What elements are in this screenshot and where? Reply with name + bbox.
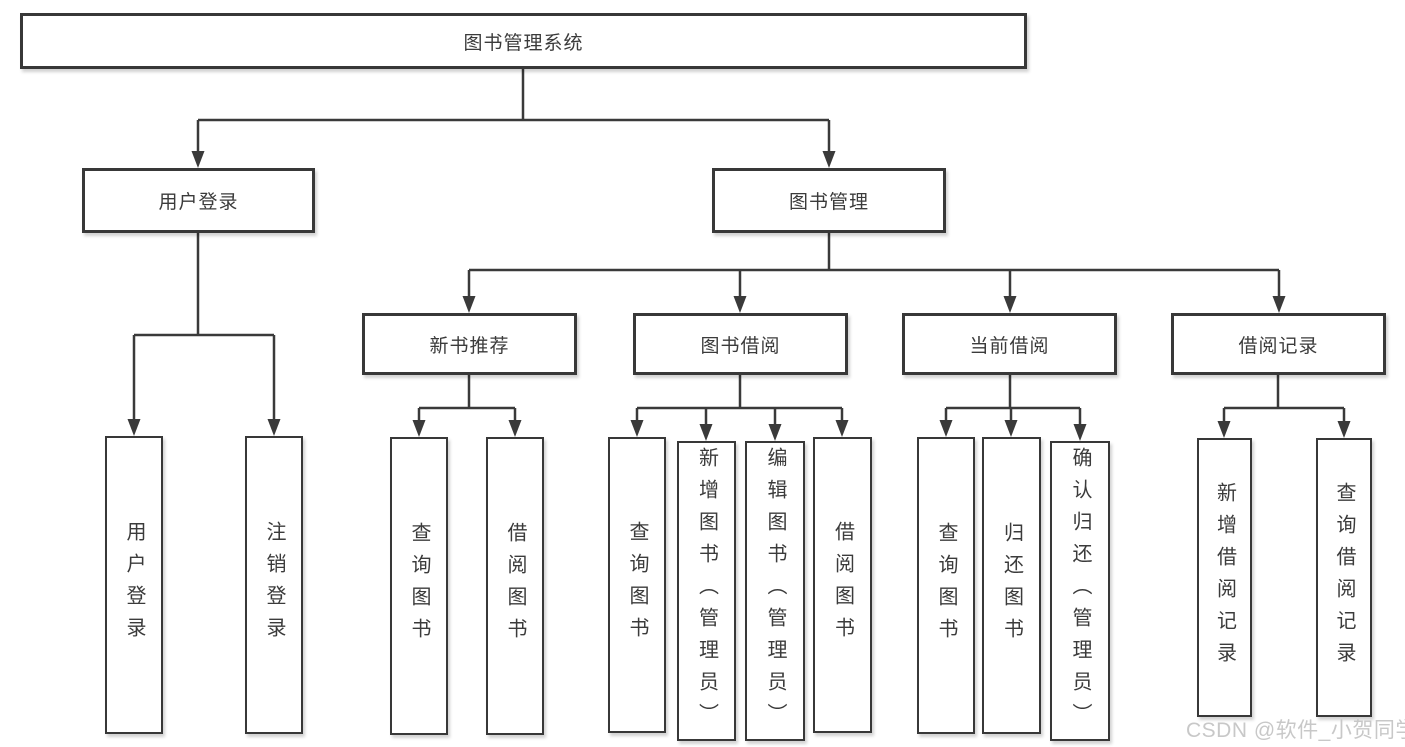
node-label: 用户登录	[123, 521, 145, 649]
node-book-management: 图书管理	[712, 168, 946, 233]
node-label: 图书借阅	[700, 335, 781, 357]
connector-user-login-to-leaves	[127, 233, 281, 436]
node-label: 当前借阅	[969, 335, 1050, 357]
node-library-management-system: 图书管理系统	[20, 13, 1027, 69]
node-label: 归还图书	[1000, 521, 1023, 650]
leaf-edit-book-admin: 编辑图书（管理员）	[745, 441, 805, 741]
connector-current-borrow-to-leaves	[939, 375, 1087, 441]
connector-new-book-recommend-to-leaves	[412, 375, 522, 437]
node-label: 用户登录	[158, 192, 239, 213]
node-label: 编辑图书（管理员）	[764, 447, 786, 735]
leaf-return-book: 归还图书	[982, 437, 1041, 734]
leaf-add-borrow-record: 新增借阅记录	[1197, 438, 1252, 717]
leaf-confirm-return-admin: 确认归还（管理员）	[1050, 441, 1110, 741]
node-label: 借阅图书	[504, 522, 526, 650]
node-label: 查询图书	[935, 521, 957, 650]
connector-borrow-records-to-leaves	[1217, 375, 1351, 438]
node-label: 查询借阅记录	[1333, 481, 1355, 674]
connector-root-to-level2	[191, 69, 836, 168]
leaf-query-books-current: 查询图书	[917, 437, 975, 734]
leaf-logout: 注销登录	[245, 436, 303, 734]
leaf-query-borrow-record: 查询借阅记录	[1316, 438, 1372, 717]
leaf-user-login: 用户登录	[105, 436, 163, 734]
node-label: 确认归还（管理员）	[1069, 447, 1091, 735]
node-label: 图书管理	[788, 192, 869, 213]
csdn-watermark: CSDN @软件_小贺同学	[1186, 719, 1405, 742]
node-label: 图书管理系统	[463, 32, 584, 54]
connector-book-management-to-level3	[462, 233, 1286, 313]
node-current-borrowing: 当前借阅	[902, 313, 1117, 375]
node-label: 查询图书	[626, 521, 648, 649]
node-label: 借阅图书	[831, 521, 854, 649]
node-label: 查询图书	[408, 522, 430, 650]
leaf-borrow-book-recommend: 借阅图书	[486, 437, 544, 735]
leaf-query-books-borrow: 查询图书	[608, 437, 666, 733]
node-label: 新增借阅记录	[1213, 481, 1236, 674]
leaf-add-book-admin: 新增图书（管理员）	[677, 441, 736, 741]
node-label: 新书推荐	[429, 335, 510, 357]
node-user-login: 用户登录	[82, 168, 315, 233]
leaf-query-books-recommend: 查询图书	[390, 437, 448, 735]
connector-book-borrow-to-leaves	[630, 375, 849, 441]
node-label: 新增图书（管理员）	[695, 447, 718, 735]
node-book-borrowing: 图书借阅	[633, 313, 848, 375]
node-new-book-recommendation: 新书推荐	[362, 313, 577, 375]
node-borrowing-records: 借阅记录	[1171, 313, 1386, 375]
leaf-borrow-book: 借阅图书	[813, 437, 872, 733]
node-label: 借阅记录	[1238, 335, 1319, 357]
node-label: 注销登录	[263, 521, 285, 649]
